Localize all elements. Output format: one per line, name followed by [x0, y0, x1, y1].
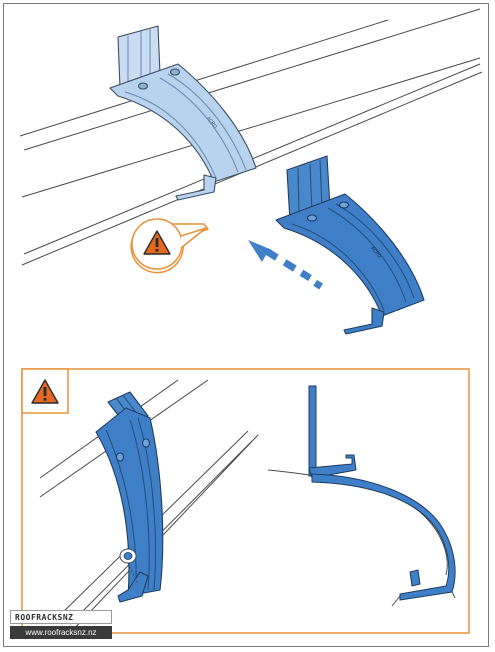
- dashed-arrow-left-icon: [248, 240, 323, 290]
- bolt-hole: [119, 548, 139, 585]
- warning-callout: [130, 218, 209, 274]
- brand-watermark: ROOFRACKSNZ www.roofracksnz.nz: [10, 610, 112, 640]
- bracket-moving: ACRO: [275, 155, 425, 335]
- brand-website: www.roofracksnz.nz: [10, 626, 112, 639]
- roof-rail-top: [19, 8, 483, 266]
- bracket-detail-left: [95, 391, 164, 603]
- bracket-installed: ACRO: [109, 25, 257, 201]
- brand-logo: ROOFRACKSNZ: [10, 610, 112, 624]
- panel-warning-box: [21, 368, 69, 414]
- warning-triangle-icon: [31, 379, 59, 404]
- warning-triangle-icon: [143, 230, 171, 255]
- bracket-cross-section: [267, 385, 456, 607]
- detail-panel: [21, 368, 470, 634]
- page-frame: [3, 3, 489, 647]
